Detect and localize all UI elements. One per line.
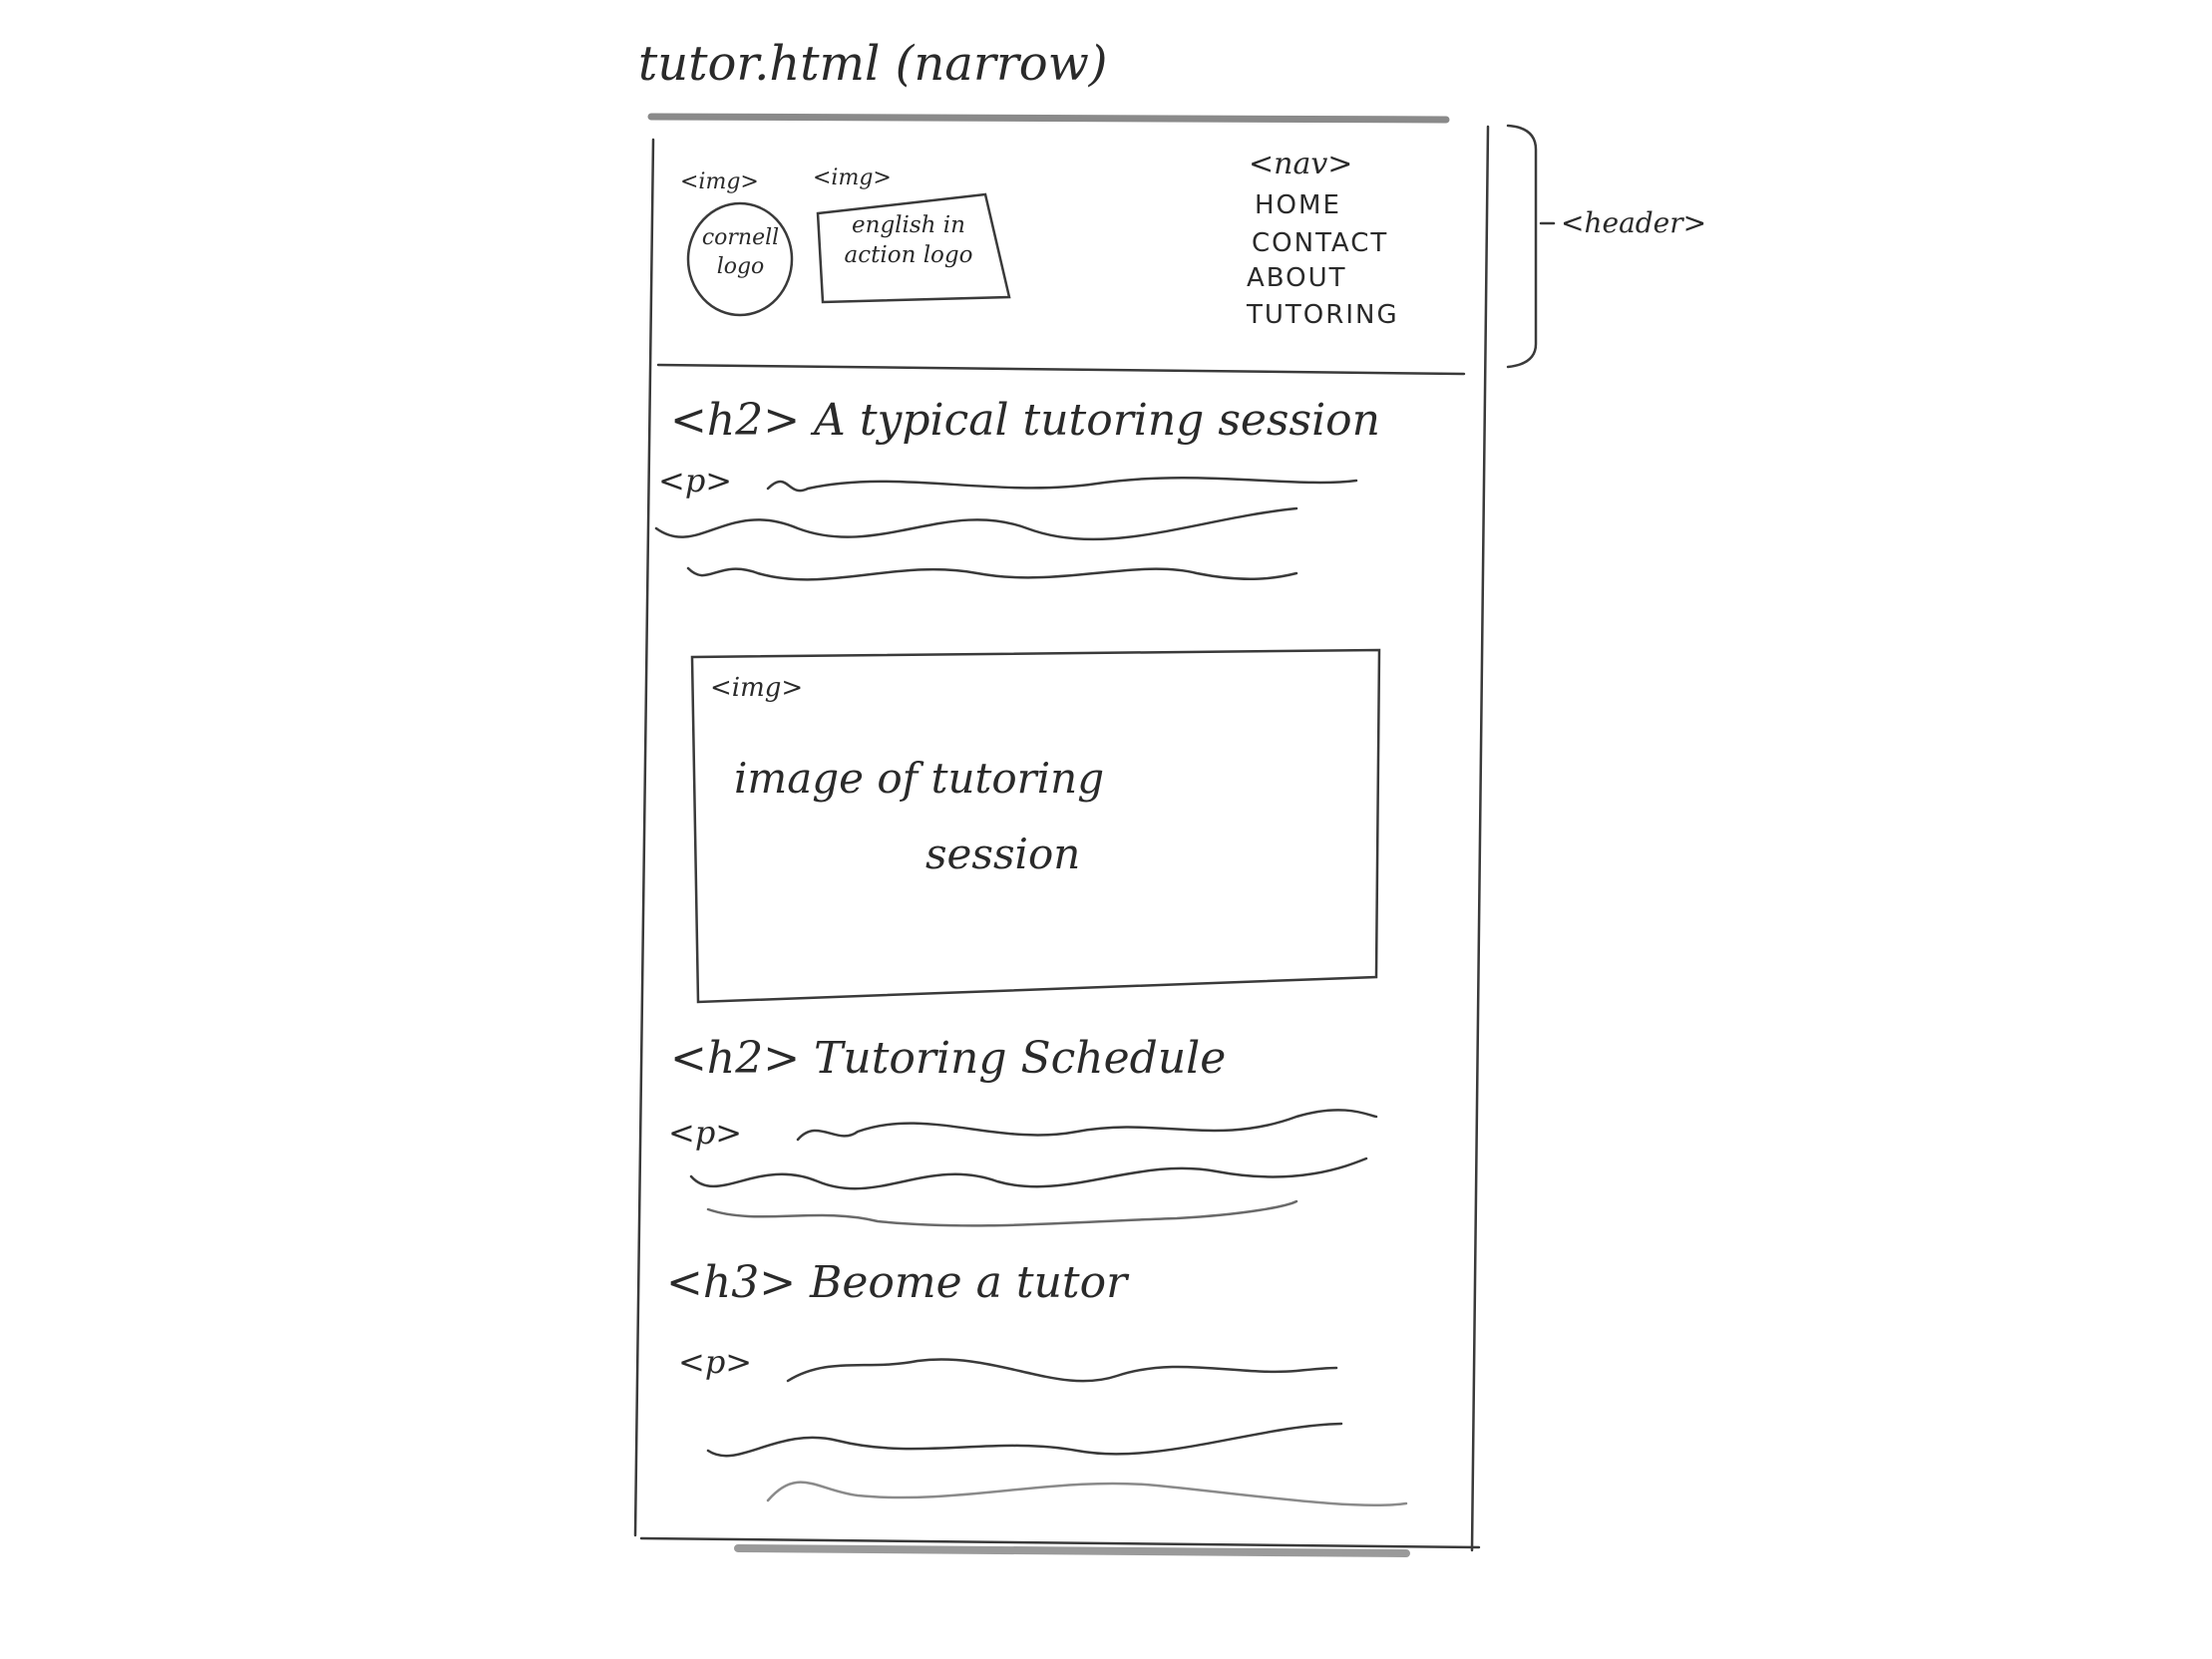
english-logo-label: english in action logo xyxy=(844,212,973,268)
header-bracket xyxy=(1506,124,1538,369)
tutor-paragraph-line xyxy=(706,1422,1343,1458)
session-paragraph-line xyxy=(686,566,1298,581)
cornell-logo-circle xyxy=(686,201,794,317)
image-caption-line2: session xyxy=(925,830,1081,878)
image-caption-line1: image of tutoring xyxy=(734,754,1105,803)
frame-right-edge xyxy=(1470,125,1490,1552)
tutor-paragraph-tag: <p> xyxy=(678,1343,753,1381)
header-divider xyxy=(656,363,1466,376)
english-logo-box xyxy=(816,192,1011,304)
session-heading: <h2> A typical tutoring session xyxy=(670,395,1380,446)
schedule-heading: <h2> Tutoring Schedule xyxy=(670,1033,1227,1084)
nav-item-home[interactable]: HOME xyxy=(1255,190,1341,220)
cornell-logo-tag: <img> xyxy=(680,169,759,194)
header-annotation: <header> xyxy=(1561,206,1707,239)
nav-item-contact[interactable]: CONTACT xyxy=(1252,228,1389,258)
tutor-paragraph-line xyxy=(766,1481,1408,1507)
tutor-heading: <h3> Beome a tutor xyxy=(666,1257,1128,1308)
schedule-paragraph-line xyxy=(689,1157,1368,1190)
schedule-paragraph-line xyxy=(706,1199,1298,1227)
english-logo-tag: <img> xyxy=(813,166,892,190)
image-tag: <img> xyxy=(710,673,804,703)
nav-item-about[interactable]: ABOUT xyxy=(1247,263,1347,293)
session-paragraph-tag: <p> xyxy=(658,462,733,499)
image-placeholder-box xyxy=(690,648,1381,1004)
schedule-paragraph-tag: <p> xyxy=(668,1114,743,1152)
session-paragraph-line xyxy=(654,506,1298,541)
frame-top-edge xyxy=(647,113,1450,124)
schedule-paragraph-line xyxy=(796,1109,1378,1142)
nav-item-tutoring[interactable]: TUTORING xyxy=(1247,300,1399,330)
tutor-paragraph-line xyxy=(786,1358,1338,1383)
page-title: tutor.html (narrow) xyxy=(638,36,1108,92)
session-paragraph-line xyxy=(766,476,1358,493)
nav-tag: <nav> xyxy=(1249,147,1353,181)
cornell-logo-label: cornell logo xyxy=(701,225,780,279)
frame-bottom-edge xyxy=(639,1536,1481,1549)
frame-left-edge xyxy=(633,138,655,1537)
